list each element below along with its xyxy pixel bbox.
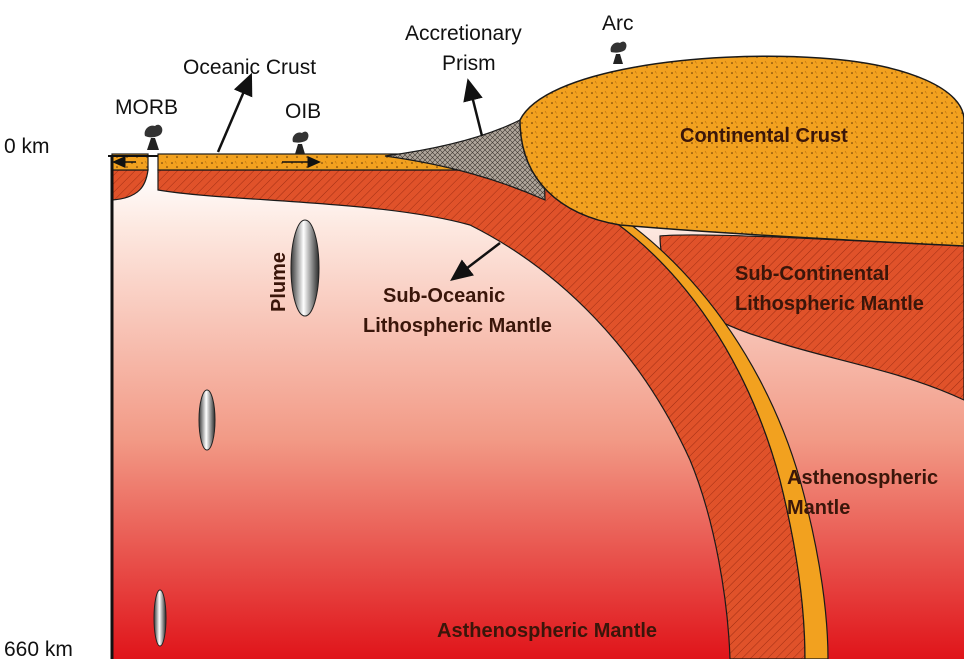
arrow-icon <box>218 82 248 152</box>
volcano-icon <box>611 42 627 64</box>
arc-label: Arc <box>602 12 634 35</box>
sub-continental-label-2: Lithospheric Mantle <box>735 293 924 315</box>
asthenospheric-side-label-1: Asthenospheric <box>787 467 938 489</box>
sub-oceanic-label-1: Sub-Oceanic <box>383 285 505 307</box>
depth-label-top: 0 km <box>4 135 50 158</box>
volcano-icon <box>293 132 309 154</box>
accretionary-prism-label-1: Accretionary <box>405 22 522 45</box>
plume-icon <box>199 390 215 450</box>
arrow-icon <box>470 88 482 136</box>
oib-label: OIB <box>285 100 321 123</box>
plume-label: Plume <box>268 252 290 312</box>
plume-icon <box>291 220 319 316</box>
asthenospheric-side-label-2: Mantle <box>787 497 850 519</box>
depth-label-bottom: 660 km <box>4 638 73 659</box>
accretionary-prism-label-2: Prism <box>442 52 496 75</box>
sub-oceanic-label-2: Lithospheric Mantle <box>363 315 552 337</box>
asthenospheric-bottom-label: Asthenospheric Mantle <box>437 620 657 642</box>
continental-crust-label: Continental Crust <box>680 125 848 147</box>
sub-continental-label-1: Sub-Continental <box>735 263 889 285</box>
volcano-icon <box>145 125 163 150</box>
oceanic-crust-label: Oceanic Crust <box>183 56 316 79</box>
morb-label: MORB <box>115 96 178 119</box>
plume-icon <box>154 590 166 646</box>
